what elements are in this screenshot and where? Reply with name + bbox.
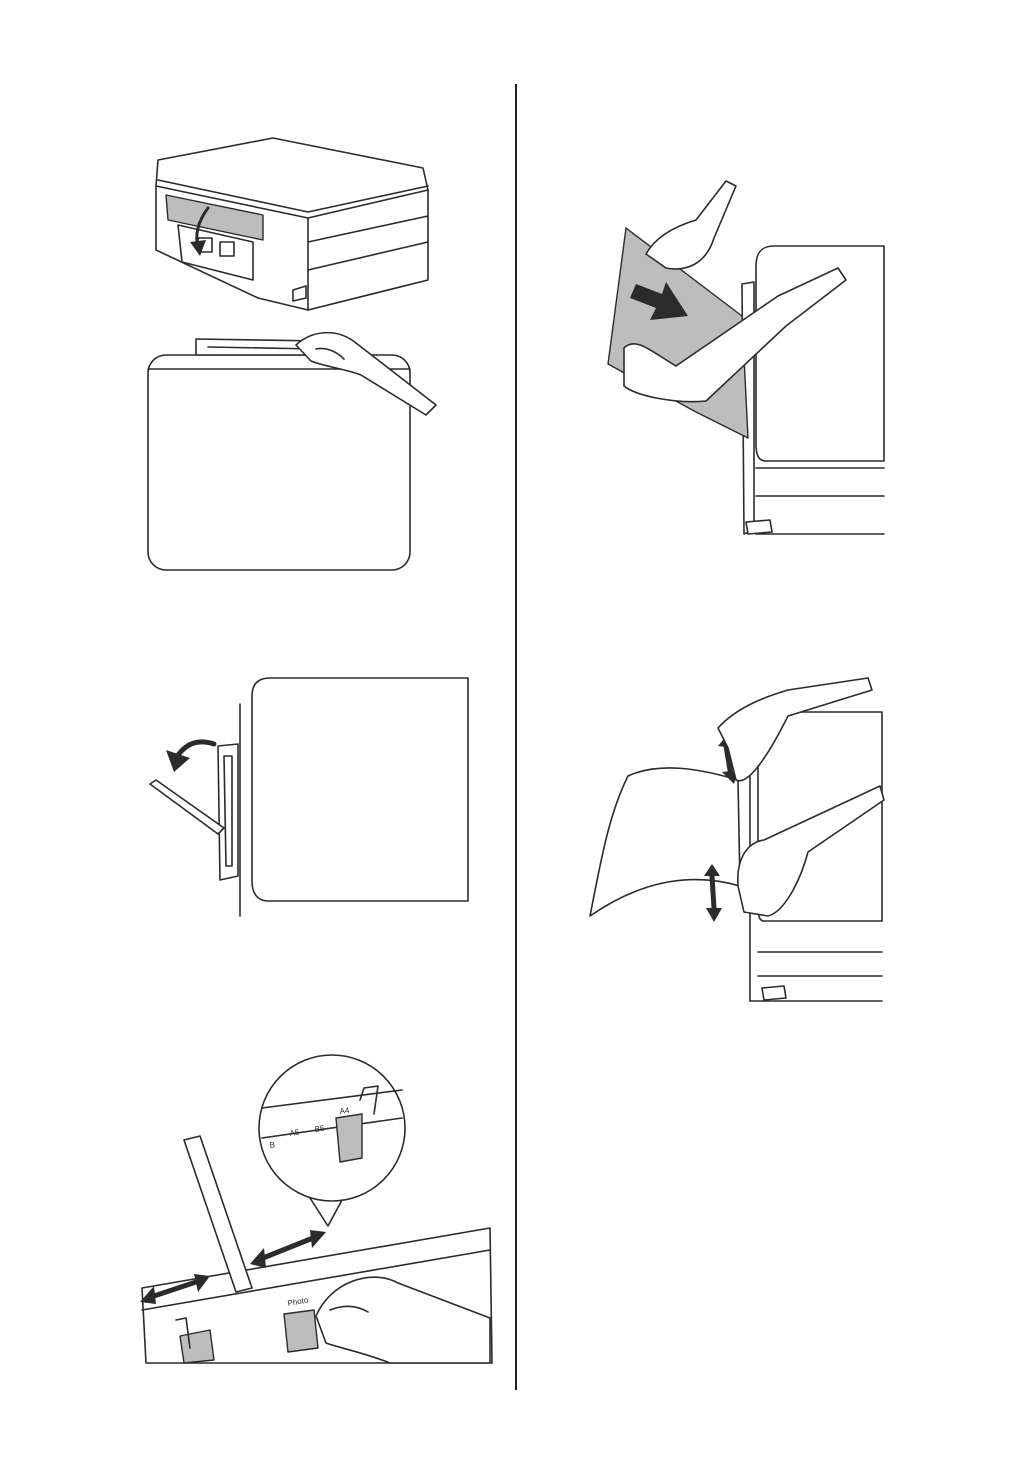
insert-paper-illustration [606, 176, 886, 541]
printer-rear-illustration [138, 130, 438, 310]
tray-cover-illustration [146, 325, 446, 575]
figure-adjust-paper [588, 676, 888, 1006]
paper-guide-illustration: B A5 B5 A4 Photo [140, 1048, 495, 1363]
printer-side-outline [252, 678, 468, 901]
figure-printer-rear-cover [138, 130, 438, 310]
paper-support [184, 1136, 252, 1292]
paper-sheet [590, 768, 740, 916]
label-a4: A4 [339, 1106, 350, 1116]
figure-paper-guides: B A5 B5 A4 Photo [140, 1048, 495, 1363]
right-paper-guide [284, 1310, 318, 1352]
figure-paper-support-flap [140, 676, 470, 921]
adjust-paper-illustration [588, 676, 888, 1006]
printer-front-outline [148, 355, 410, 570]
paper-support-flap [150, 780, 224, 834]
label-b5: B5 [314, 1124, 325, 1134]
inset-guide-slider [336, 1114, 362, 1162]
figure-lift-tray-cover [146, 325, 446, 575]
left-paper-guide [180, 1330, 214, 1363]
label-a5: A5 [289, 1128, 300, 1138]
hand-top [646, 181, 736, 269]
paper-support-illustration [140, 676, 470, 921]
figure-insert-paper [606, 176, 886, 541]
column-divider [515, 84, 517, 1390]
